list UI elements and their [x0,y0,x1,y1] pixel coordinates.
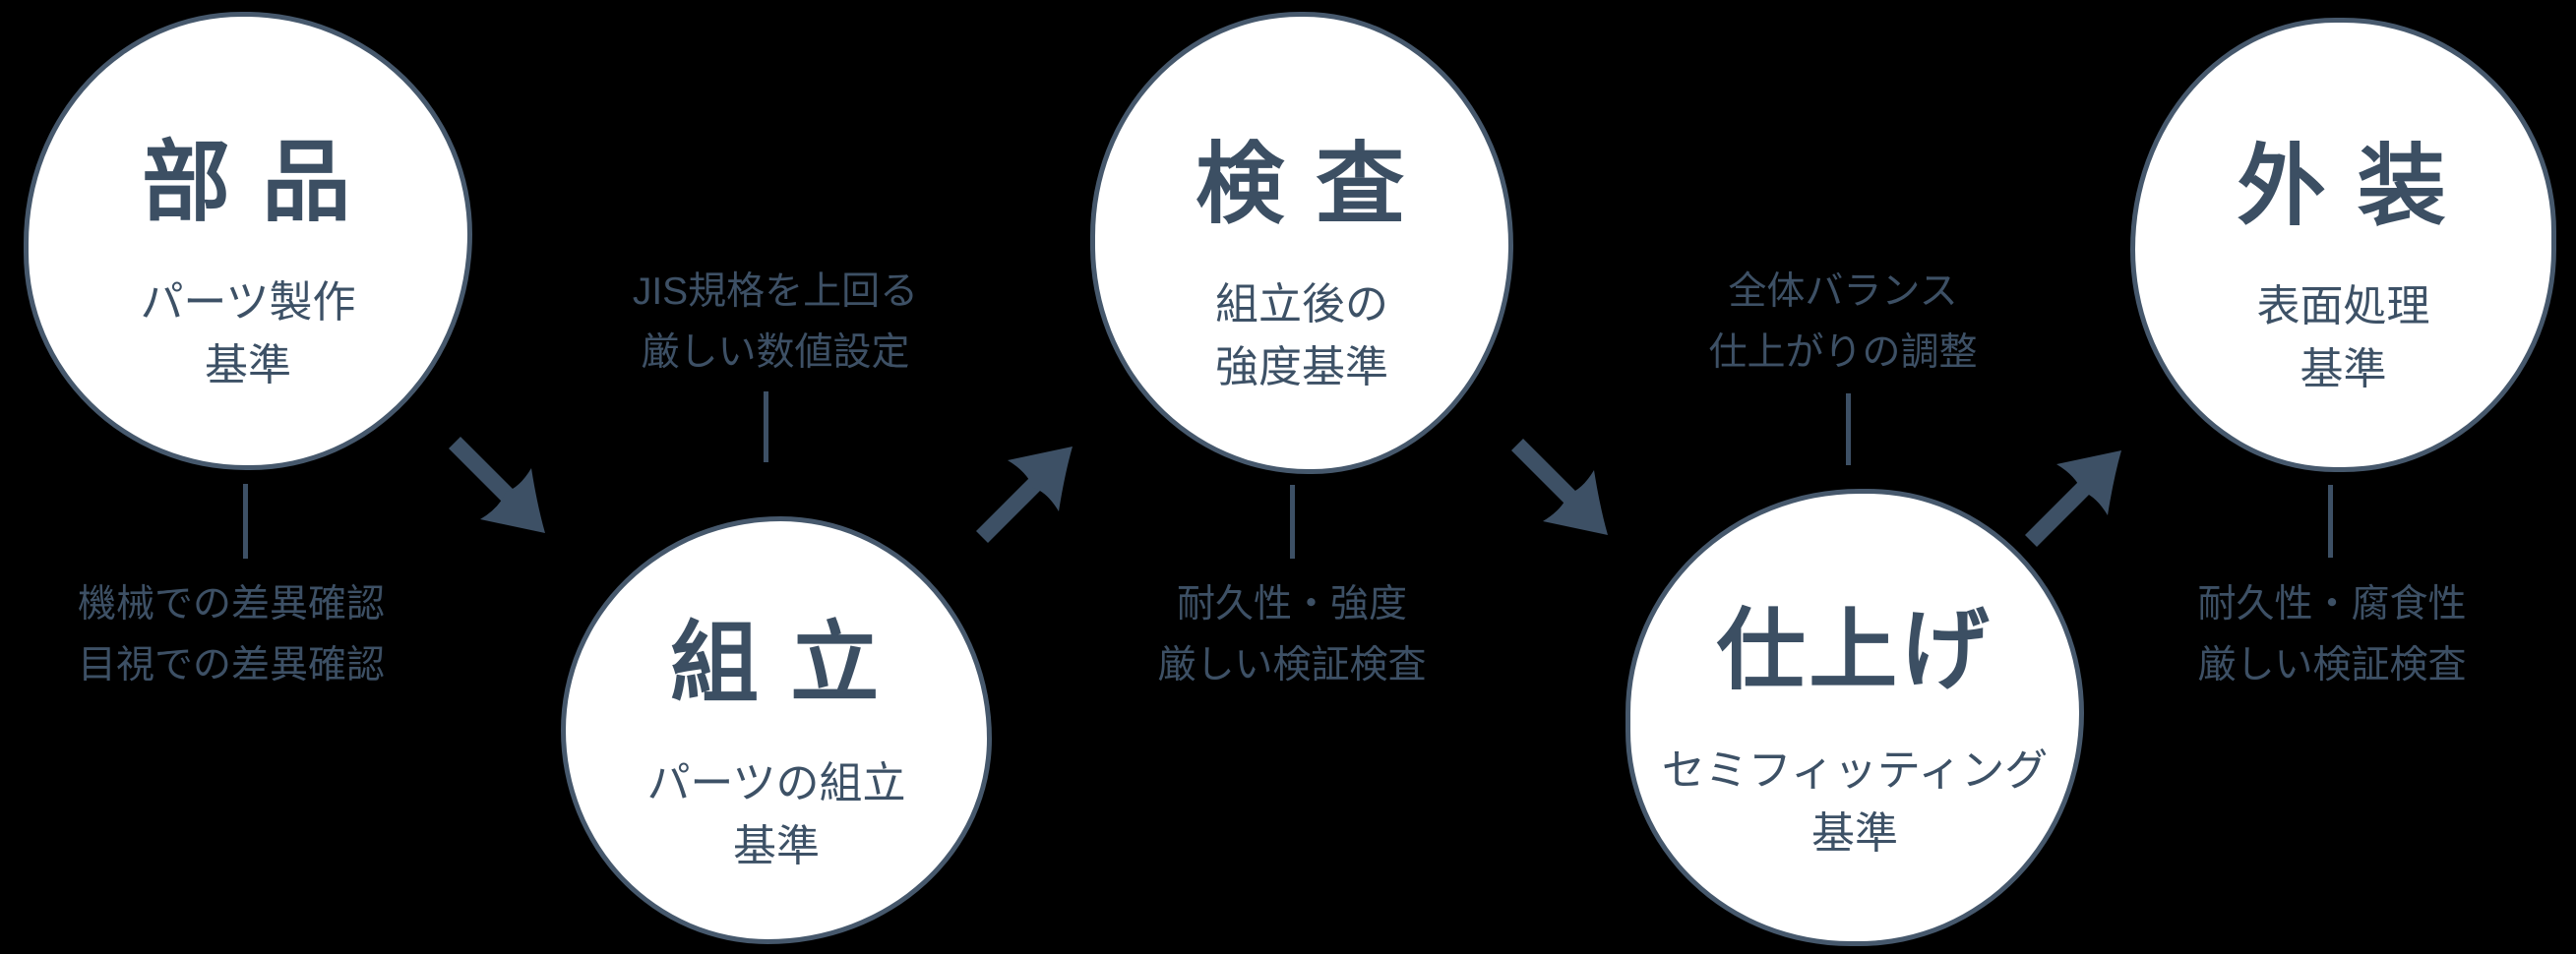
stage-circle-assembly: 組 立 パーツの組立 基準 [561,516,992,944]
note-line: 仕上がりの調整 [1708,331,1978,374]
stage-title: 部 品 [142,134,354,232]
note-line: 全体バランス [1728,270,1958,313]
note-line: JIS規格を上回る [632,270,919,313]
connector-line-inspection-note [1290,485,1295,559]
arrow-up-right-icon [975,447,1073,544]
stage-subtitle-line: セミフィッティング [1661,745,2049,795]
stage-subtitle-line: 基準 [1811,808,1898,858]
note-line: 目視での差異確認 [77,644,385,686]
note-line: 厳しい数値設定 [641,331,910,374]
arrow-finishing-to-exterior [2019,445,2127,553]
stage-title: 検 査 [1196,136,1408,234]
connector-line-assembly-note [764,391,768,462]
note-line: 厳しい検証検査 [1157,644,1427,686]
stage-circle-inspection: 検 査 組立後の 強度基準 [1090,12,1513,474]
note-line: 厳しい検証検査 [2197,644,2467,686]
connector-line-parts-note [243,484,248,559]
stage-subtitle-line: パーツの組立 [646,758,906,807]
arrow-up-right-icon [2024,450,2121,548]
stage-subtitle-line: 組立後の [1215,280,1388,328]
note-line: 機械での差異確認 [77,583,385,626]
stage-title: 組 立 [670,614,883,713]
stage-subtitle-line: 表面処理 [2256,282,2430,330]
stage-title: 外 装 [2237,138,2450,236]
arrow-assembly-to-inspection [970,441,1078,549]
stage-subtitle-line: 基準 [2300,345,2387,393]
connector-line-finishing-note [1846,393,1851,465]
arrow-down-right-icon [1510,438,1608,535]
stage-subtitle-line: 基準 [205,341,291,389]
stage-subtitle-line: 基準 [733,821,820,870]
note-line: 耐久性・腐食性 [2197,583,2467,626]
stage-circle-parts: 部 品 パーツ製作 基準 [24,12,472,470]
arrow-inspection-to-finishing [1505,433,1614,541]
note-assembly: JIS規格を上回る 厳しい数値設定 [549,262,1002,384]
note-line: 耐久性・強度 [1176,583,1407,626]
note-exterior: 耐久性・腐食性 厳しい検証検査 [2106,574,2558,696]
note-inspection: 耐久性・強度 厳しい検証検査 [1066,574,1518,696]
note-parts: 機械での差異確認 目視での差異確認 [5,574,458,696]
stage-subtitle-line: 強度基準 [1215,343,1388,391]
note-finishing: 全体バランス 仕上がりの調整 [1617,262,2069,384]
stage-circle-finishing: 仕上げ セミフィッティング 基準 [1625,489,2084,946]
stage-circle-exterior: 外 装 表面処理 基準 [2130,18,2556,472]
connector-line-exterior-note [2328,485,2333,558]
arrow-parts-to-assembly [443,431,551,539]
stage-title: 仕上げ [1716,601,1993,700]
arrow-down-right-icon [448,436,545,533]
stage-subtitle-line: パーツ製作 [140,278,356,327]
